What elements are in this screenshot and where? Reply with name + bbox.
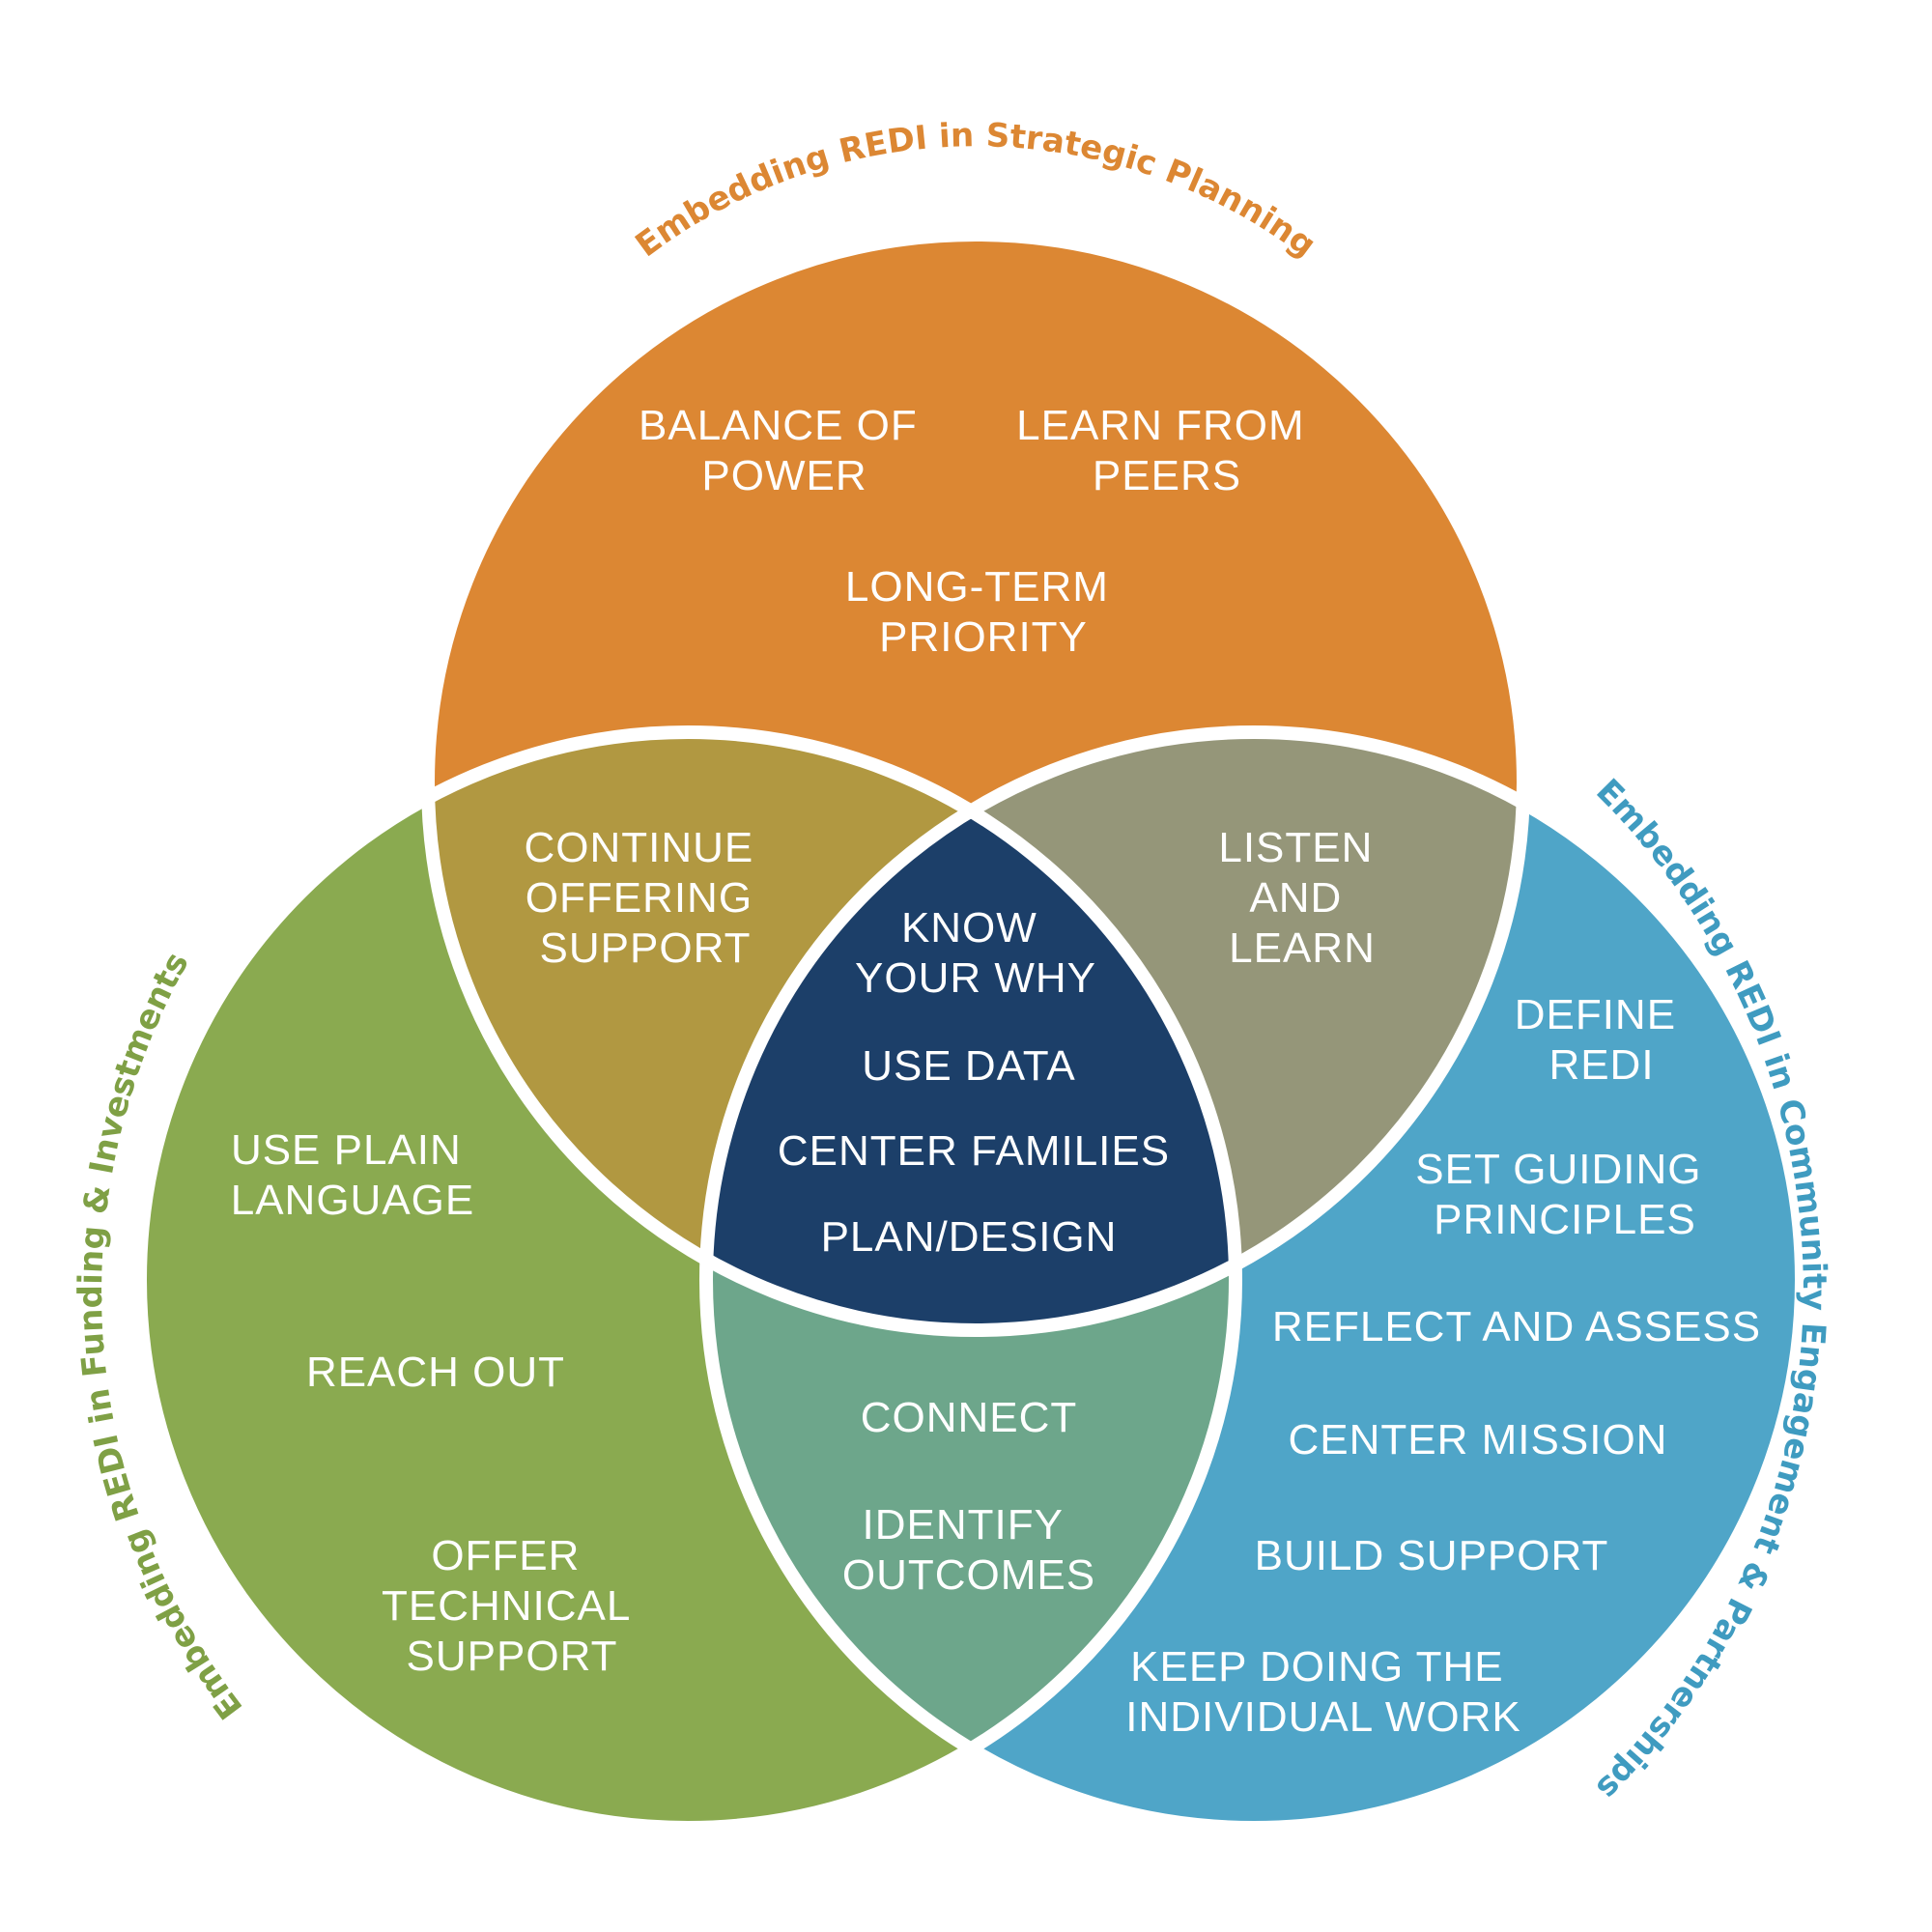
item-set-guiding-principles: SET GUIDING PRINCIPLES — [1415, 1146, 1714, 1243]
item-build-support: BUILD SUPPORT — [1255, 1532, 1609, 1579]
item-offer-technical-support: OFFER TECHNICAL SUPPORT — [382, 1532, 642, 1680]
item-long-term-priority: LONG-TERM PRIORITY — [845, 563, 1122, 661]
item-center-families: CENTER FAMILIES — [778, 1127, 1170, 1175]
item-use-plain-language: USE PLAIN LANGUAGE — [231, 1126, 475, 1224]
item-identify-outcomes: IDENTIFY OUTCOMES — [842, 1501, 1095, 1599]
item-center-mission: CENTER MISSION — [1289, 1416, 1668, 1463]
item-connect: CONNECT — [861, 1394, 1078, 1441]
item-continue-offering-support: CONTINUE OFFERING SUPPORT — [524, 824, 766, 972]
item-keep-doing-the-individual-work: KEEP DOING THE INDIVIDUAL WORK — [1125, 1643, 1520, 1741]
item-reach-out: REACH OUT — [306, 1349, 565, 1396]
item-plan-design: PLAN/DESIGN — [821, 1213, 1118, 1261]
item-balance-of-power: BALANCE OF POWER — [639, 402, 930, 499]
item-use-data: USE DATA — [862, 1042, 1076, 1090]
item-define-redi: DEFINE REDI — [1515, 991, 1690, 1089]
item-know-your-why: KNOW YOUR WHY — [855, 904, 1096, 1002]
item-learn-from-peers: LEARN FROM PEERS — [1016, 402, 1318, 499]
circle-outlines — [133, 228, 1808, 1834]
center-overlap — [706, 732, 1236, 1330]
item-reflect-and-assess: REFLECT AND ASSESS — [1272, 1303, 1761, 1350]
item-listen-and-learn: LISTEN AND LEARN — [1218, 824, 1385, 972]
